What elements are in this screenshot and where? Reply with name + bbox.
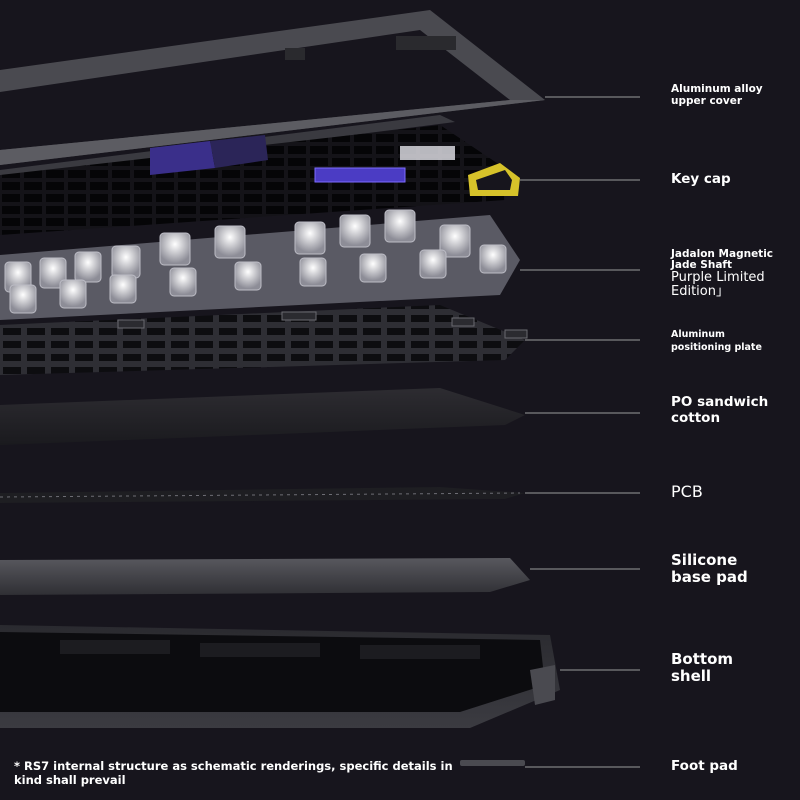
- label-pcb: PCB: [671, 483, 703, 501]
- label-foot-pad: Foot pad: [671, 759, 738, 775]
- sandwich-cotton-layer: [0, 388, 525, 445]
- pcb-layer: [0, 487, 525, 503]
- label-key-cap: Key cap: [671, 172, 731, 188]
- label-upper-cover: Aluminum alloy upper cover: [671, 83, 763, 107]
- label-bottom-shell: Bottom shell: [671, 651, 733, 686]
- label-switch: Jadalon Magnetic Jade Shaft Purple Limit…: [671, 249, 773, 298]
- bottom-shell-layer: [0, 625, 560, 728]
- label-sandwich-cotton: PO sandwich cotton: [671, 395, 768, 426]
- silicone-pad-layer: [0, 558, 530, 595]
- foot-pad-layer: [460, 760, 525, 766]
- disclaimer-footnote: * RS7 internal structure as schematic re…: [14, 760, 454, 788]
- label-positioning-plate: Aluminum positioning plate: [671, 329, 762, 355]
- label-silicone-pad: Silicone base pad: [671, 552, 748, 587]
